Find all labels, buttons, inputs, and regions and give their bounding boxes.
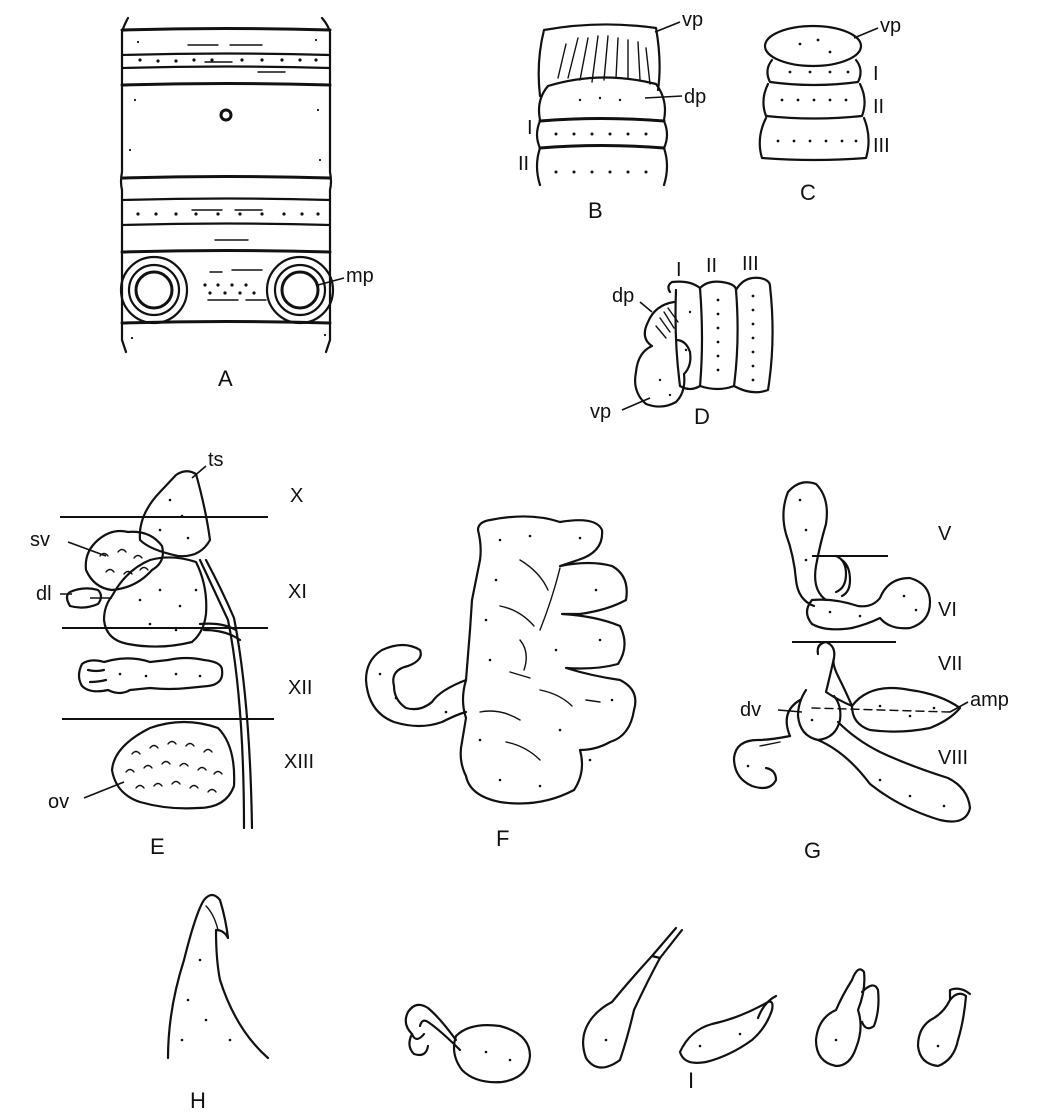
panel-a-letter: A — [218, 366, 233, 391]
panel-i-variant-2 — [583, 928, 682, 1068]
label-ov: ov — [48, 791, 69, 813]
panel-i-variant-3 — [680, 996, 776, 1063]
label-dl: dl — [36, 583, 52, 605]
panel-i-letter: I — [688, 1068, 694, 1093]
label-e-seg-xii: XII — [288, 677, 312, 699]
label-dp-d: dp — [612, 285, 634, 307]
panel-b-letter: B — [588, 198, 603, 223]
panel-g-letter: G — [804, 838, 821, 863]
panel-i-variant-4 — [816, 969, 879, 1066]
label-d-seg-3: III — [742, 253, 759, 275]
panel-i-variation-drawings: I — [406, 928, 970, 1093]
panel-i-variant-5 — [918, 989, 970, 1066]
panel-c-letter: C — [800, 180, 816, 205]
label-c-seg-3: III — [873, 135, 890, 157]
panel-d-letter: D — [694, 404, 710, 429]
panel-e-reproductive-drawing: ts sv dl ov X XI XII XIII E — [30, 449, 314, 859]
panel-f-letter: F — [496, 826, 509, 851]
label-d-seg-1: I — [676, 259, 682, 281]
panel-i-variant-1 — [406, 1005, 530, 1082]
label-e-seg-xi: XI — [288, 581, 307, 603]
label-dp-b: dp — [684, 86, 706, 108]
label-vp-d: vp — [590, 401, 611, 423]
label-e-seg-xiii: XIII — [284, 751, 314, 773]
label-g-seg-v: V — [938, 523, 952, 545]
panel-d-lateral-drawing: dp vp I II III D — [590, 253, 773, 429]
panel-h-letter: H — [190, 1088, 206, 1113]
label-dv: dv — [740, 699, 761, 721]
label-g-seg-viii: VIII — [938, 747, 968, 769]
male-pore-right — [267, 257, 333, 323]
label-c-seg-1: I — [873, 63, 879, 85]
panel-f-prostate-drawing: F — [366, 516, 635, 851]
panel-e-letter: E — [150, 834, 165, 859]
label-e-seg-x: X — [290, 485, 303, 507]
label-ts: ts — [208, 449, 224, 471]
label-amp: amp — [970, 689, 1009, 711]
panel-b-anterior-drawing: vp dp I II B — [518, 9, 706, 223]
panel-a-body-segment-drawing: mp A — [121, 18, 374, 391]
label-g-seg-vi: VI — [938, 599, 957, 621]
label-c-seg-2: II — [873, 96, 884, 118]
male-pore-left — [121, 257, 187, 323]
label-g-seg-vii: VII — [938, 653, 962, 675]
label-mp: mp — [346, 265, 374, 287]
label-d-seg-2: II — [706, 255, 717, 277]
panel-c-anterior-drawing: vp I II III C — [760, 15, 901, 205]
label-vp-c: vp — [880, 15, 901, 37]
panel-g-spermatheca-drawing: amp dv V VI VII VIII G — [734, 482, 1009, 863]
label-b-seg-2: II — [518, 153, 529, 175]
label-b-seg-1: I — [527, 117, 533, 139]
label-sv: sv — [30, 529, 50, 551]
panel-h-penial-seta-drawing: H — [168, 895, 268, 1113]
label-vp-b: vp — [682, 9, 703, 31]
